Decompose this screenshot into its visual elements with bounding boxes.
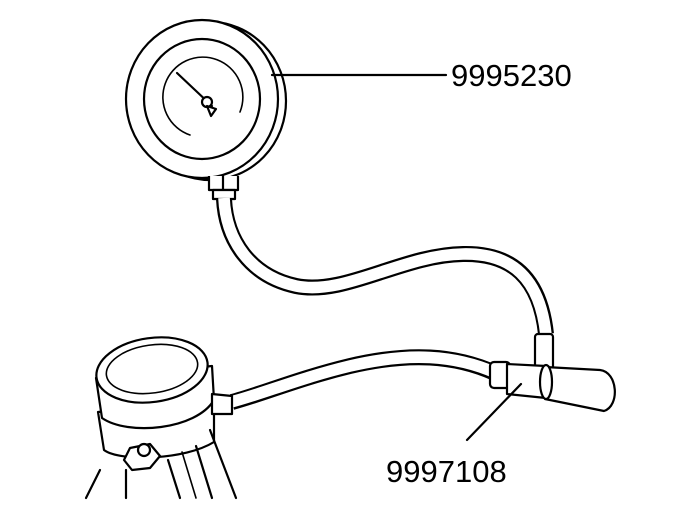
cap-adapter (84, 336, 238, 500)
pump-adapter (488, 332, 616, 413)
adapter-part-number: 9997108 (386, 454, 507, 489)
adapter-leader-line (465, 382, 523, 442)
gauge-part-number: 9995230 (451, 58, 572, 93)
gauge-needle (175, 71, 218, 118)
pressure-gauge (124, 18, 288, 201)
gauge-scale-arc (162, 56, 244, 136)
connecting-hose (216, 197, 554, 336)
return-hose (229, 349, 499, 410)
